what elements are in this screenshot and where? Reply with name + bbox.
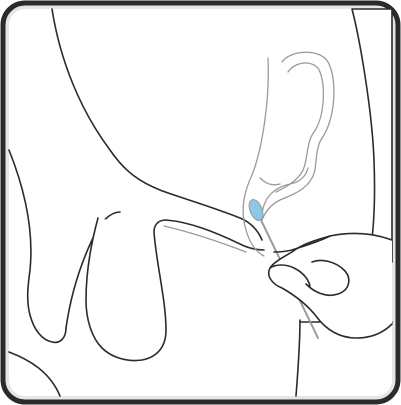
drawing-area — [9, 9, 392, 396]
